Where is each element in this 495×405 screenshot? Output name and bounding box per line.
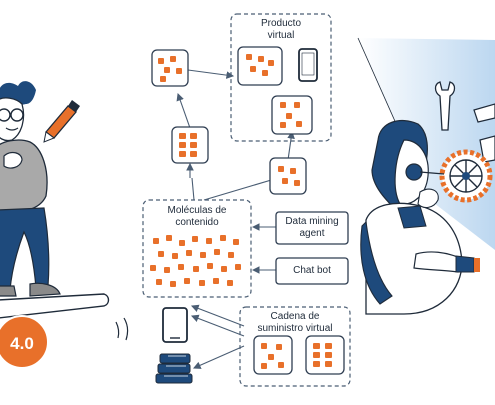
pencil-icon — [43, 100, 80, 143]
chat-bot-label: Chat bot — [293, 265, 331, 276]
tablet-icon — [162, 307, 188, 343]
module-card — [237, 46, 283, 86]
books-icon — [155, 353, 193, 384]
producto-virtual-container — [230, 13, 332, 142]
producto-virtual-label: Producto virtual — [260, 18, 302, 41]
data-mining-agent-box — [275, 211, 349, 245]
module-card — [271, 95, 313, 135]
content-molecules — [150, 235, 241, 287]
wrench-icon — [434, 81, 456, 131]
chat-bot-box — [275, 257, 349, 285]
left-character — [0, 81, 129, 341]
module-card — [171, 126, 209, 164]
cadena-container — [239, 306, 351, 387]
svg-text:4.0: 4.0 — [10, 334, 34, 353]
smartphone-icon — [298, 48, 318, 82]
data-mining-agent-label: Data mining agent — [285, 216, 339, 239]
module-card — [269, 157, 307, 195]
flow-arrows — [176, 69, 295, 369]
module-card — [253, 335, 293, 375]
gear-wheel-icon — [419, 149, 493, 203]
module-card — [151, 49, 189, 87]
cadena-label: Cadena de suministro virtual — [257, 311, 333, 334]
badge-4-0: 4.0 — [0, 315, 49, 369]
moleculas-container — [142, 199, 252, 298]
module-card — [305, 335, 345, 375]
moleculas-label: Moléculas de contenido — [167, 205, 227, 228]
